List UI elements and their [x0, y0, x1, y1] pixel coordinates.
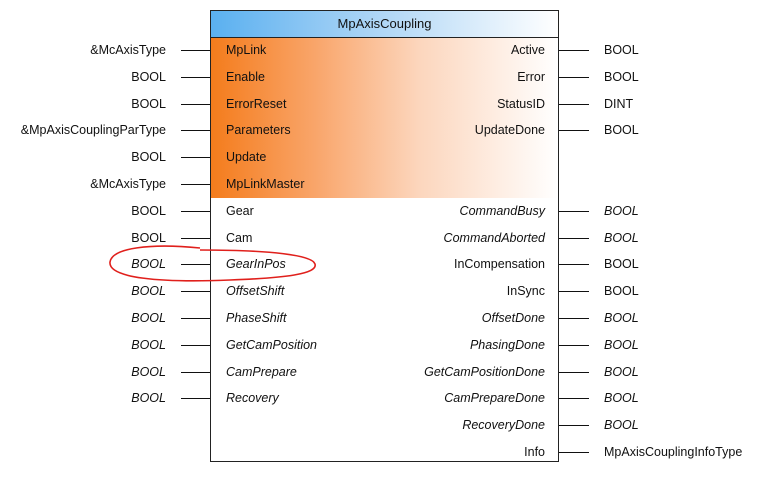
input-wire — [181, 184, 210, 185]
output-wire — [559, 237, 589, 239]
input-pin-label: MpLink — [226, 43, 267, 57]
input-type-label: BOOL — [131, 257, 166, 272]
input-pin-label: ErrorReset — [226, 96, 287, 111]
input-type-label: BOOL — [131, 230, 166, 245]
output-wire — [559, 452, 589, 453]
output-pin-label: CamPrepareDone — [444, 391, 545, 406]
input-type-label: BOOL — [131, 364, 166, 379]
input-pin-label: CamPrepare — [226, 364, 297, 379]
output-pin-label: CommandBusy — [459, 203, 545, 218]
input-wire — [181, 237, 210, 239]
output-pin-label: GetCamPositionDone — [424, 364, 545, 379]
input-type-label: BOOL — [131, 69, 166, 84]
input-type-label: &McAxisType — [90, 177, 166, 191]
input-type-label: BOOL — [131, 96, 166, 111]
input-type-label: &MpAxisCouplingParType — [20, 123, 166, 138]
input-wire — [181, 398, 210, 400]
input-wire — [181, 210, 210, 212]
input-pin-label: Recovery — [226, 391, 279, 406]
output-type-label: BOOL — [604, 123, 639, 138]
output-type-label: BOOL — [604, 391, 639, 406]
output-wire — [559, 50, 589, 51]
input-type-label: BOOL — [131, 311, 166, 325]
output-pin-label: InCompensation — [453, 257, 545, 272]
input-type-label: BOOL — [131, 337, 166, 352]
input-pin-label: Update — [226, 150, 267, 165]
input-pin-label: MpLinkMaster — [226, 177, 305, 191]
output-type-label: BOOL — [604, 69, 639, 84]
input-wire — [181, 157, 210, 159]
output-type-label: BOOL — [604, 418, 639, 433]
input-pin-label: OffsetShift — [226, 284, 285, 299]
output-pin-label: UpdateDone — [474, 123, 545, 138]
output-pin-label: Info — [524, 445, 545, 459]
input-pin-label: Gear — [226, 203, 254, 218]
input-type-label: BOOL — [131, 150, 166, 165]
output-pin-label: Error — [517, 69, 545, 84]
block-title: MpAxisCoupling — [211, 11, 558, 38]
output-type-label: BOOL — [604, 337, 639, 352]
input-type-label: BOOL — [131, 203, 166, 218]
input-pin-label: Cam — [226, 230, 253, 245]
output-wire — [559, 76, 589, 78]
input-wire — [181, 130, 210, 132]
input-wire — [181, 76, 210, 78]
input-wire — [181, 291, 210, 293]
input-pin-label: GearInPos — [226, 257, 286, 272]
output-pin-label: PhasingDone — [469, 337, 545, 352]
input-pin-label: Parameters — [226, 123, 291, 138]
function-block: MpAxisCoupling — [210, 10, 559, 462]
output-wire — [559, 103, 589, 105]
output-wire — [559, 210, 589, 212]
output-wire — [559, 371, 589, 373]
input-wire — [181, 344, 210, 346]
input-wire — [181, 264, 210, 266]
output-wire — [559, 130, 589, 132]
input-pin-label: GetCamPosition — [226, 337, 318, 352]
output-pin-label: Active — [510, 43, 545, 57]
output-type-label: BOOL — [604, 284, 639, 299]
output-wire — [559, 264, 589, 266]
output-wire — [559, 398, 589, 400]
output-type-label: BOOL — [604, 311, 639, 325]
input-pin-label: PhaseShift — [226, 311, 287, 325]
output-type-label: MpAxisCouplingInfoType — [604, 445, 743, 459]
output-pin-label: OffsetDone — [481, 311, 545, 325]
output-pin-label: InSync — [506, 284, 545, 299]
output-type-label: BOOL — [604, 43, 639, 57]
input-wire — [181, 103, 210, 105]
output-pin-label: StatusID — [497, 96, 545, 111]
output-wire — [559, 291, 589, 293]
input-wire — [181, 318, 210, 319]
output-type-label: BOOL — [604, 230, 639, 245]
output-wire — [559, 318, 589, 319]
input-wire — [181, 50, 210, 51]
input-wire — [181, 371, 210, 373]
input-pin-label: Enable — [226, 69, 265, 84]
output-type-label: DINT — [604, 96, 634, 111]
output-type-label: BOOL — [604, 257, 639, 272]
input-type-label: BOOL — [131, 284, 166, 299]
output-pin-label: RecoveryDone — [462, 418, 545, 433]
input-type-label: &McAxisType — [90, 43, 166, 57]
input-type-label: BOOL — [131, 391, 166, 406]
output-type-label: BOOL — [604, 364, 639, 379]
output-wire — [559, 344, 589, 346]
mandatory-pins-band — [211, 38, 558, 198]
output-type-label: BOOL — [604, 203, 639, 218]
output-wire — [559, 425, 589, 427]
output-pin-label: CommandAborted — [443, 230, 545, 245]
